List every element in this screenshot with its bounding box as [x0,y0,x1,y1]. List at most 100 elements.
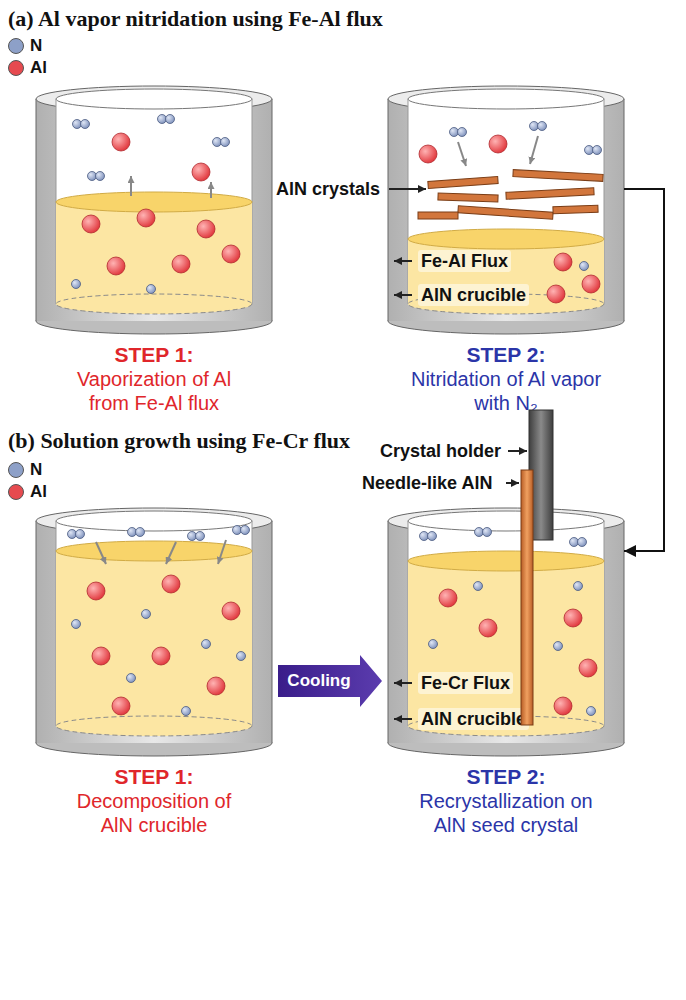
motion-arrow [218,540,226,564]
step-description: Vaporization of Al from Fe-Al flux [59,367,249,415]
al-atom [579,659,597,677]
part-label: AlN crucible [418,708,529,730]
section-title: (b) Solution growth using Fe-Cr flux [8,428,350,454]
legend-item: N [8,36,42,56]
al-atom [82,215,100,233]
part-label: Fe-Al Flux [418,250,511,272]
aln-crystal [438,193,498,202]
n-atom [166,115,175,124]
n-atom [587,707,596,716]
step-number: STEP 1: [36,764,272,789]
step-caption: STEP 2:Nitridation of Al vapor with N₂ [388,342,624,415]
legend-text: N [30,460,42,480]
transfer-arrow [624,189,664,551]
section-title: (a) Al vapor nitridation using Fe-Al flu… [8,6,383,32]
al-atom [162,575,180,593]
crucible-step: STEP 1:Vaporization of Al from Fe-Al flu… [36,84,272,334]
part-label: Crystal holder [380,440,501,462]
n-atom [483,528,492,537]
n-atom [428,532,437,541]
al-atom [489,135,507,153]
step-description: Decomposition of AlN crucible [59,789,249,837]
n-atom [72,620,81,629]
aln-crystal [458,206,553,220]
n-atom [578,538,587,547]
n-atom [580,262,589,271]
motion-arrow [210,182,212,198]
al-atom [107,257,125,275]
crucible [388,86,624,334]
needle-crystal [521,470,533,725]
legend-item: N [8,460,42,480]
n-atom [202,640,211,649]
al-atom [554,697,572,715]
al-atom [222,602,240,620]
aln-crystal [506,188,594,200]
n-atom [127,674,136,683]
al-atom [112,133,130,151]
n-atom [96,172,105,181]
motion-arrow [458,142,466,166]
n-atom [241,526,250,535]
aln-crystal [513,170,603,182]
step-caption: STEP 2:Recrystallization on AlN seed cry… [388,764,624,837]
n-atom [458,128,467,137]
step-caption: STEP 1:Decomposition of AlN crucible [36,764,272,837]
motion-arrow [130,176,132,196]
aln-crystal [428,177,498,189]
step-number: STEP 2: [388,342,624,367]
al-atom [554,253,572,271]
al-atom [92,647,110,665]
n-atom [81,120,90,129]
crucible [388,508,624,756]
part-label: Fe-Cr Flux [418,672,513,694]
step-description: Recrystallization on AlN seed crystal [404,789,609,837]
al-atom [112,697,130,715]
n-atom [593,146,602,155]
legend-item: Al [8,482,47,502]
n-atom [429,640,438,649]
n-atom [538,122,547,131]
n-atom [196,532,205,541]
motion-arrow [166,542,176,564]
al-atom [564,609,582,627]
edge-label: Cooling [287,671,350,691]
al-atom [582,275,600,293]
al-atom [197,220,215,238]
al-atom [419,145,437,163]
al-atom [222,245,240,263]
al-atom [152,647,170,665]
crucible [36,508,272,756]
al-atom [479,619,497,637]
n-atom [72,280,81,289]
motion-arrow [530,136,538,164]
al-atom [439,589,457,607]
step-description: Nitridation of Al vapor with N₂ [399,367,614,415]
al-atom [547,285,565,303]
legend-swatch [8,462,24,478]
n-atom [574,582,583,591]
motion-arrow [96,542,106,564]
al-atom [192,163,210,181]
n-atom [136,528,145,537]
legend-text: N [30,36,42,56]
al-atom [172,255,190,273]
crucible [36,86,272,334]
cooling-arrow [278,655,382,707]
legend-text: Al [30,482,47,502]
al-atom [137,209,155,227]
crystal-holder [529,410,553,540]
part-label: AlN crystals [276,178,380,200]
n-atom [237,652,246,661]
n-atom [76,530,85,539]
legend-text: Al [30,58,47,78]
al-atom [207,677,225,695]
n-atom [147,285,156,294]
n-atom [221,138,230,147]
n-atom [554,642,563,651]
step-number: STEP 2: [388,764,624,789]
legend-item: Al [8,58,47,78]
